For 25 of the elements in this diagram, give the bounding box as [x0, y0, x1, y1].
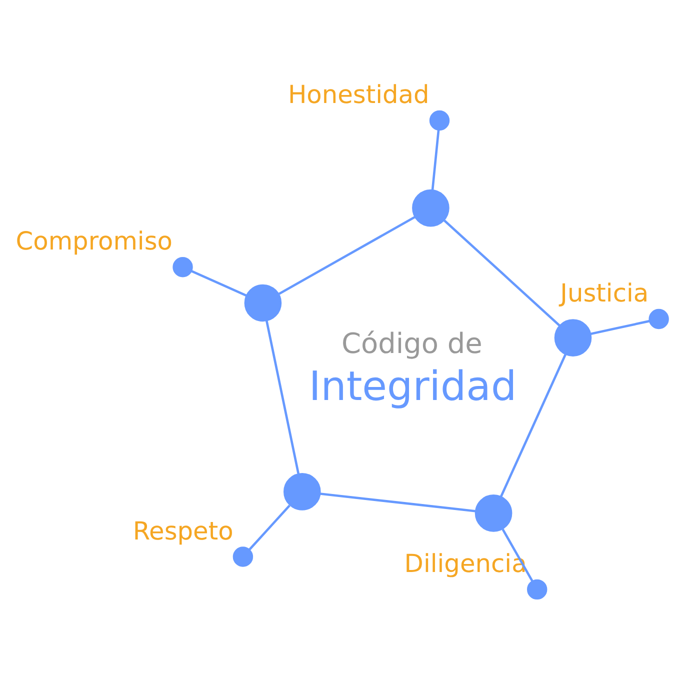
connector: [500, 354, 566, 497]
node-label: Honestidad: [288, 80, 430, 109]
connector: [190, 269, 247, 296]
node-label: Compromiso: [16, 226, 173, 256]
connector: [444, 219, 560, 326]
connector: [278, 215, 416, 294]
node-circle: [283, 472, 321, 510]
connector: [590, 319, 650, 335]
node-circle: [412, 188, 450, 226]
node-label: Justicia: [560, 278, 649, 308]
node-circle: [232, 546, 254, 566]
node-circle: [526, 578, 548, 600]
connector: [248, 504, 290, 550]
node-circle: [429, 110, 450, 130]
connector: [266, 320, 300, 474]
node-circle: [554, 318, 592, 356]
connector: [431, 129, 440, 190]
node-circle: [244, 284, 282, 322]
connector: [320, 492, 476, 512]
node-label: Respeto: [132, 516, 234, 545]
node-circle: [172, 256, 193, 277]
node-circle: [648, 308, 669, 329]
node-circle: [474, 494, 512, 532]
label: Integridad: [308, 362, 517, 410]
label: Código de: [341, 326, 482, 360]
